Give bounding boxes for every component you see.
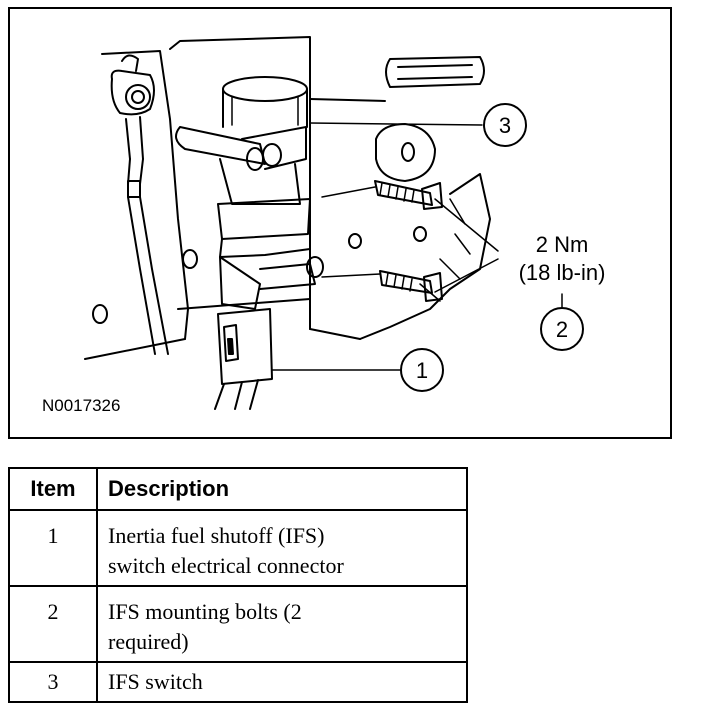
description-line: Inertia fuel shutoff (IFS) xyxy=(108,523,325,548)
table-row: 1 Inertia fuel shutoff (IFS) switch elec… xyxy=(8,509,468,587)
header-item: Item xyxy=(8,467,98,511)
description-line: switch electrical connector xyxy=(108,553,344,578)
table-row: 2 IFS mounting bolts (2 required) xyxy=(8,585,468,663)
callout-3: 3 xyxy=(483,103,527,147)
mounting-bolts-drawing xyxy=(321,180,443,302)
leader-lines xyxy=(271,122,563,371)
callout-1: 1 xyxy=(400,348,444,392)
description-line: required) xyxy=(108,629,189,654)
svg-text:2: 2 xyxy=(556,317,568,342)
table-row: 3 IFS switch xyxy=(8,661,468,703)
svg-text:3: 3 xyxy=(499,113,511,138)
ifs-switch-illustration: 3 2 1 2 Nm (18 lb-in) N0017326 xyxy=(42,36,606,415)
ifs-switch-drawing xyxy=(175,76,324,410)
vehicle-panel-drawing xyxy=(84,36,491,360)
callout-2: 2 xyxy=(540,307,584,351)
description-line: IFS switch xyxy=(108,669,203,694)
row-description: IFS switch xyxy=(96,661,468,703)
description-line: IFS mounting bolts (2 xyxy=(108,599,302,624)
row-item-number: 1 xyxy=(8,509,98,587)
ground-strap-drawing xyxy=(110,54,169,355)
illustration-frame: 3 2 1 2 Nm (18 lb-in) N0017326 xyxy=(8,7,672,439)
table-header-row: Item Description xyxy=(8,467,468,511)
legend-table: Item Description 1 Inertia fuel shutoff … xyxy=(8,467,468,703)
header-description: Description xyxy=(96,467,468,511)
torque-spec-metric: 2 Nm xyxy=(536,232,589,257)
row-description: IFS mounting bolts (2 required) xyxy=(96,585,468,663)
svg-text:1: 1 xyxy=(416,358,428,383)
row-item-number: 2 xyxy=(8,585,98,663)
torque-spec-imperial: (18 lb-in) xyxy=(519,260,606,285)
figure-id: N0017326 xyxy=(42,396,120,415)
row-description: Inertia fuel shutoff (IFS) switch electr… xyxy=(96,509,468,587)
row-item-number: 3 xyxy=(8,661,98,703)
